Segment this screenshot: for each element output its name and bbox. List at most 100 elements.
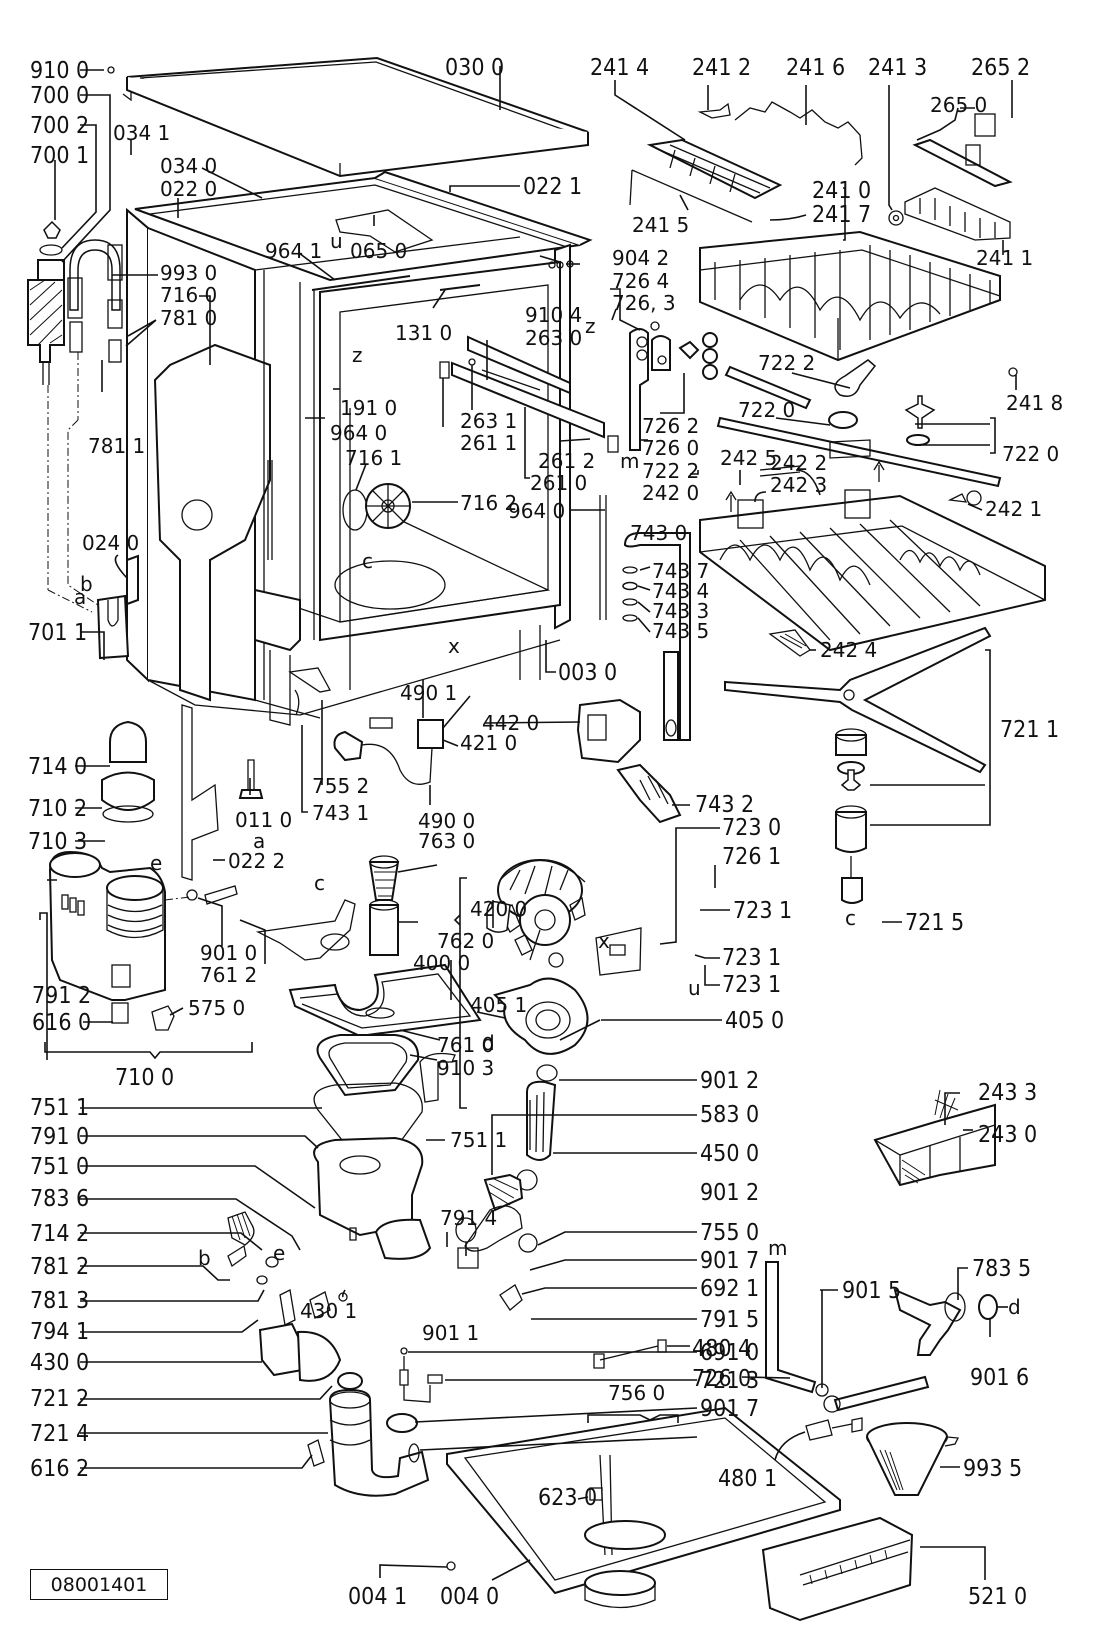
label-065-0: 065 0 [350,239,407,263]
label-901-6: 901 6 [970,1365,1029,1391]
label-030-0: 030 0 [445,55,504,81]
connector-e-sump: e [273,1241,285,1265]
label-242-2: 242 2 [770,451,827,475]
label-242-0: 242 0 [642,481,699,505]
label-910-3: 910 3 [437,1056,494,1080]
label-755-0: 755 0 [700,1220,759,1246]
part-top-cover [122,56,589,178]
label-751-0: 751 0 [30,1154,89,1180]
connector-u-bottom: u [688,976,701,1000]
label-242-5: 242 5 [720,446,777,470]
connector-b-bracket: b [80,572,93,596]
label-241-3: 241 3 [868,55,927,81]
label-421-0: 421 0 [460,731,517,755]
label-722-0-group: 722 0 [1002,442,1059,466]
label-722-2-arm: 722 2 [758,351,815,375]
label-265-0: 265 0 [930,93,987,117]
label-710-2: 710 2 [28,796,87,822]
label-901-0: 901 0 [200,941,257,965]
label-761-2: 761 2 [200,963,257,987]
label-480-4: 480 4 [692,1336,751,1362]
label-022-0: 022 0 [160,177,217,201]
label-721-2: 721 2 [30,1386,89,1412]
part-wash-motor [486,859,642,976]
label-721-4: 721 4 [30,1421,89,1447]
part-drain-hose [765,1261,998,1413]
label-191-0: 191 0 [340,396,397,420]
connector-b-hose: b [198,1246,211,1270]
label-794-1: 794 1 [30,1319,89,1345]
part-fill-funnel [866,1422,960,1496]
label-743-2: 743 2 [695,792,754,818]
connector-c-heater: c [314,871,325,895]
label-490-1: 490 1 [400,681,457,705]
label-430-0: 430 0 [30,1350,89,1376]
label-901-7-a: 901 7 [700,1248,759,1274]
part-drain-pump [227,1211,348,1382]
label-616-2: 616 2 [30,1456,89,1482]
label-710-3: 710 3 [28,829,87,855]
part-drain-connector [307,1372,430,1497]
connector-c-arm: c [845,906,856,930]
label-004-1: 004 1 [348,1584,407,1610]
label-743-7: 743 7 [652,559,709,583]
label-242-1: 242 1 [985,497,1042,521]
label-721-3: 721 3 [700,1368,759,1394]
part-lower-spray-arm [724,626,992,904]
label-722-2: 722 2 [642,459,699,483]
label-714-0: 714 0 [28,754,87,780]
part-mains-cable [288,667,444,785]
label-910-4: 910 4 [525,303,582,327]
part-water-pipe [576,532,691,824]
connector-m-hinge: m [620,449,639,473]
label-901-7-b: 901 7 [700,1396,759,1422]
label-480-1: 480 1 [718,1466,777,1492]
part-sensors [399,1339,667,1403]
label-791-4: 791 4 [440,1206,497,1230]
leader-lines [39,66,1017,1581]
label-964-1: 964 1 [265,239,322,263]
label-723-1-a: 723 1 [733,898,792,924]
label-700-0: 700 0 [30,83,89,109]
label-405-0: 405 0 [725,1008,784,1034]
connector-x-motor: x [598,929,610,953]
label-034-0: 034 0 [160,154,217,178]
label-993-0: 993 0 [160,261,217,285]
label-781-3: 781 3 [30,1288,89,1314]
part-upper-basket [629,101,1013,362]
part-salt-container [48,720,238,1031]
label-743-3: 743 3 [652,599,709,623]
label-521-0: 521 0 [968,1584,1027,1610]
part-upper-spray-arm [716,359,1018,506]
connector-z-right: z [585,314,596,338]
label-583-0: 583 0 [700,1102,759,1128]
label-783-5: 783 5 [972,1256,1031,1282]
label-901-2-b: 901 2 [700,1180,759,1206]
part-supply-pipe [27,66,130,660]
label-714-2: 714 2 [30,1221,89,1247]
label-743-0: 743 0 [630,521,687,545]
label-131-0: 131 0 [395,321,452,345]
label-261-1: 261 1 [460,431,517,455]
label-726-0-hose: 726 0 [692,1366,751,1392]
label-004-0: 004 0 [440,1584,499,1610]
part-sump-housing [313,1034,456,1260]
label-726-0: 726 0 [642,436,699,460]
label-450-0: 450 0 [700,1141,759,1167]
label-716-0: 716 0 [160,283,217,307]
label-700-2: 700 2 [30,113,89,139]
label-261-0: 261 0 [530,471,587,495]
label-723-1-b: 723 1 [722,945,781,971]
label-242-3: 242 3 [770,473,827,497]
part-leg-and-brace [181,704,264,881]
label-964-0-right: 964 0 [508,499,565,523]
label-490-0: 490 0 [418,809,475,833]
connector-m-hose: m [768,1236,787,1260]
label-263-1: 263 1 [460,409,517,433]
connector-letters: z z u u c c c a a b b x x d d e e m m [74,229,1021,1319]
part-circulation-pump [455,977,589,1311]
label-442-0: 442 0 [482,711,539,735]
label-692-1: 692 1 [700,1276,759,1302]
label-721-5: 721 5 [905,910,964,936]
